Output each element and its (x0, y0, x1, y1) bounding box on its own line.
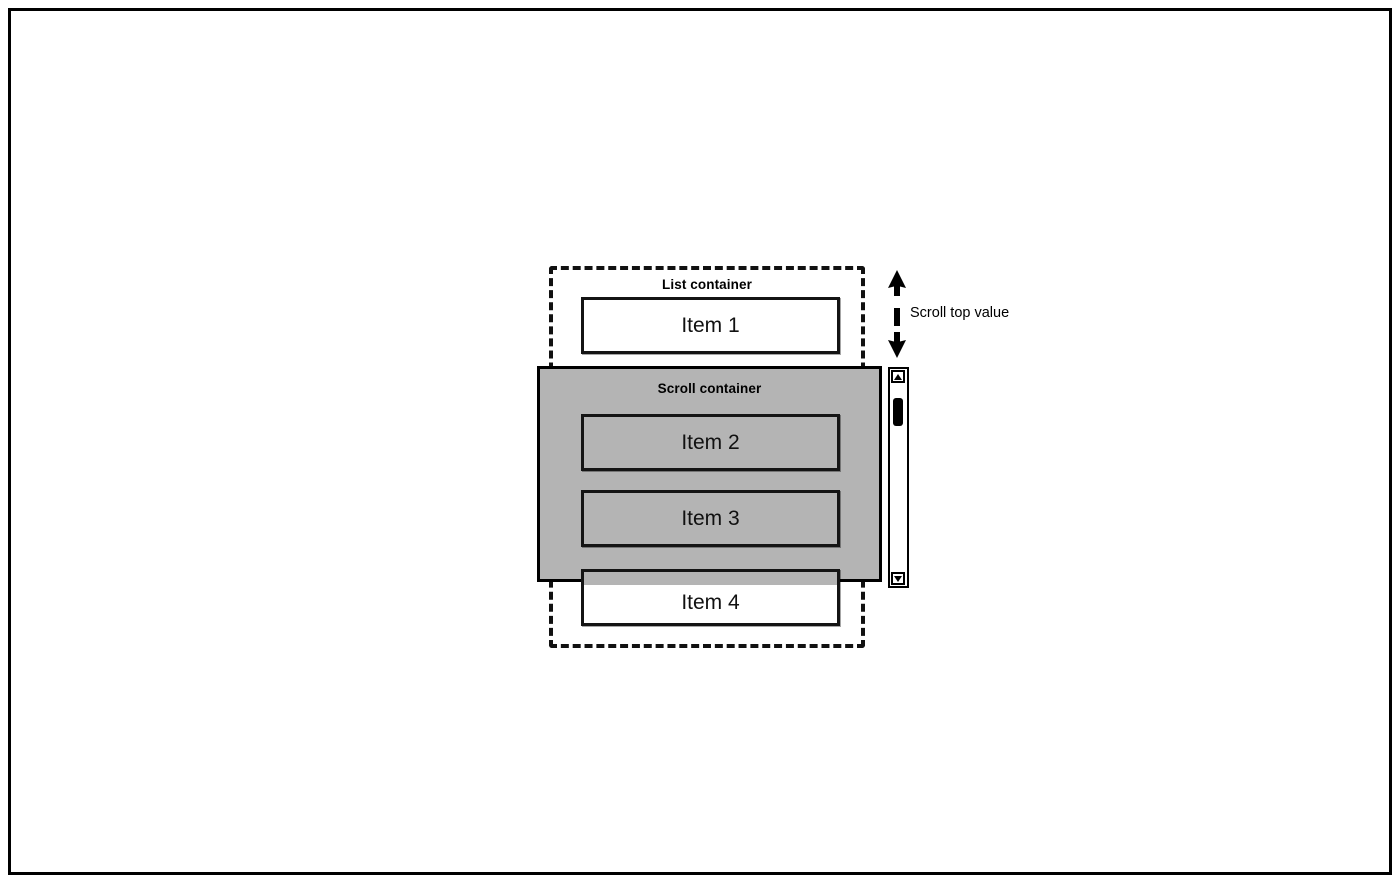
scrollbar-up-button[interactable] (891, 370, 905, 383)
double-headed-vertical-arrow-icon (884, 268, 910, 360)
triangle-up-icon (894, 373, 902, 380)
list-item[interactable]: Item 3 (581, 490, 840, 547)
list-container-label: List container (662, 277, 752, 292)
list-item-clipped-region (581, 569, 840, 585)
list-item[interactable]: Item 4 (581, 569, 840, 626)
page-border (8, 8, 1392, 875)
scrollbar[interactable] (888, 367, 909, 588)
list-item[interactable]: Item 2 (581, 414, 840, 471)
scrollbar-down-button[interactable] (891, 572, 905, 585)
list-item-label: Item 1 (681, 313, 740, 337)
list-item[interactable]: Item 1 (581, 297, 840, 354)
list-item-label: Item 3 (681, 506, 740, 530)
scrollbar-thumb[interactable] (893, 398, 903, 426)
scroll-top-value-label: Scroll top value (910, 305, 1010, 321)
triangle-down-icon (894, 575, 902, 582)
scroll-container-label: Scroll container (657, 381, 762, 396)
list-item-label: Item 2 (681, 430, 740, 454)
scroll-container[interactable] (537, 366, 882, 582)
list-item-label: Item 4 (681, 590, 740, 614)
